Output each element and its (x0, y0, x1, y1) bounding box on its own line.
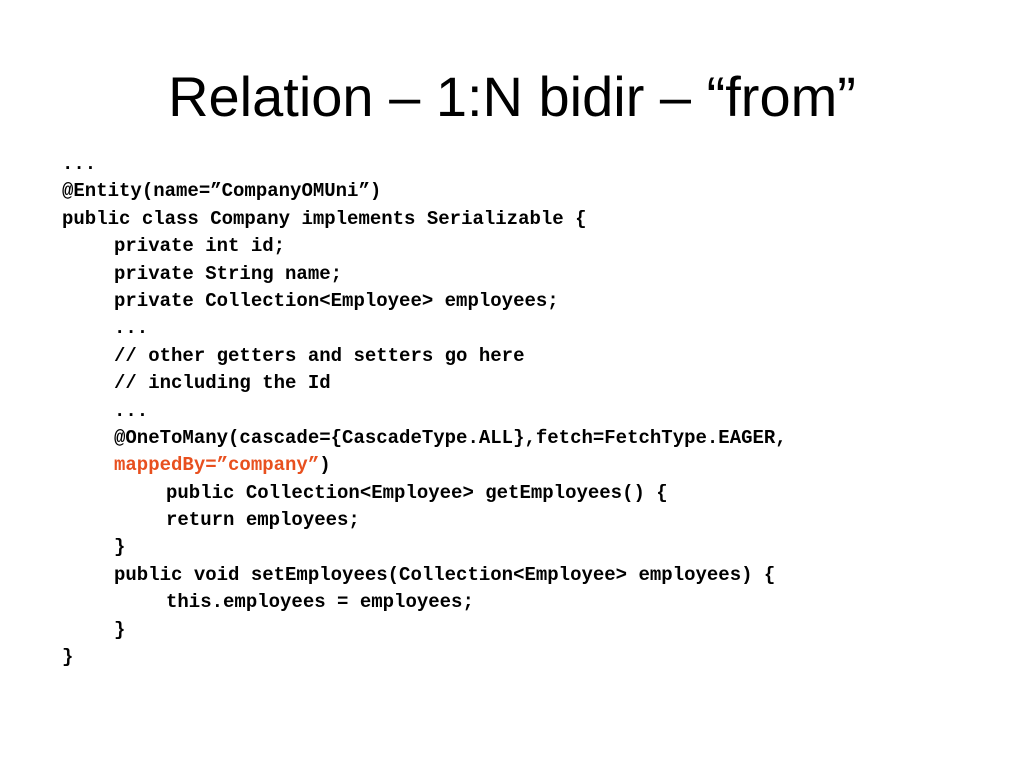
code-text: private int id; (114, 235, 286, 258)
code-text: @OneToMany(cascade={CascadeType.ALL},fet… (114, 426, 787, 449)
code-line: return employees; (62, 507, 1002, 534)
code-line: @OneToMany(cascade={CascadeType.ALL},fet… (62, 425, 1002, 452)
code-line: private String name; (62, 261, 1002, 288)
highlighted-code: mappedBy=”company” (114, 454, 320, 477)
code-text: } (62, 646, 74, 669)
code-text: private Collection<Employee> employees; (114, 289, 559, 312)
code-listing: ... @Entity(name=”CompanyOMUni”) public cl… (62, 151, 1002, 671)
code-line: // other getters and setters go here (62, 343, 1002, 370)
code-text: this.employees = employees; (166, 591, 474, 614)
code-line: public class Company implements Serializ… (62, 206, 1002, 233)
code-text: public Collection<Employee> getEmployees… (166, 481, 668, 504)
code-line: ... (62, 151, 1002, 178)
code-line: public void setEmployees(Collection<Empl… (62, 562, 1002, 589)
code-text: return employees; (166, 509, 360, 532)
code-text: private String name; (114, 262, 343, 285)
code-line: } (62, 617, 1002, 644)
code-line: // including the Id (62, 370, 1002, 397)
code-line: private Collection<Employee> employees; (62, 288, 1002, 315)
code-text: public class Company implements Serializ… (62, 207, 587, 230)
code-text: // other getters and setters go here (114, 344, 525, 367)
code-text: ... (62, 153, 97, 175)
slide-title: Relation – 1:N bidir – “from” (168, 65, 856, 128)
code-text: public void setEmployees(Collection<Empl… (114, 563, 776, 586)
code-text: // including the Id (114, 372, 331, 395)
code-text: ... (114, 399, 149, 422)
code-text: ) (319, 454, 331, 477)
code-text: } (114, 618, 126, 641)
code-line: @Entity(name=”CompanyOMUni”) (62, 178, 1002, 205)
code-line: this.employees = employees; (62, 589, 1002, 616)
code-line: ... (62, 315, 1002, 342)
code-line: public Collection<Employee> getEmployees… (62, 480, 1002, 507)
code-line: mappedBy=”company”) (62, 452, 1002, 479)
code-line: ... (62, 398, 1002, 425)
code-line: private int id; (62, 233, 1002, 260)
code-text: ... (114, 317, 149, 340)
code-text: @Entity(name=”CompanyOMUni”) (62, 180, 382, 203)
code-line: } (62, 644, 1002, 671)
code-line: } (62, 534, 1002, 561)
code-text: } (114, 536, 126, 559)
